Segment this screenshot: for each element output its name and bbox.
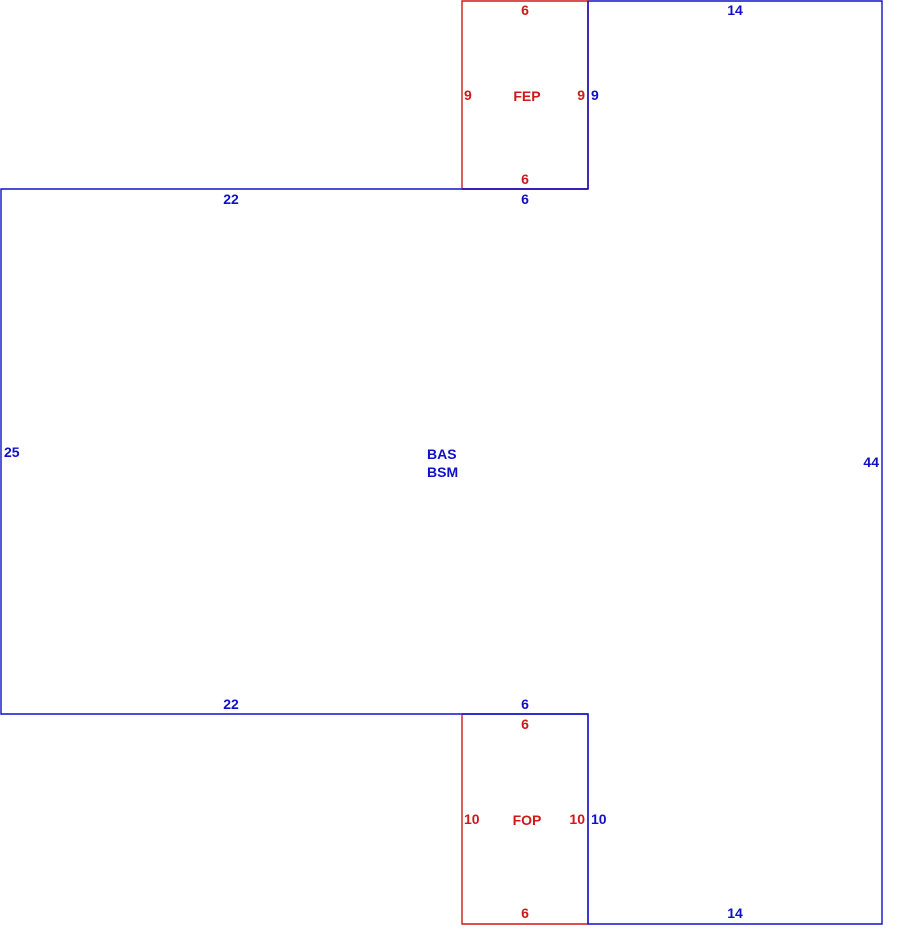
dim-main-notch-top-side: 9: [591, 87, 599, 103]
main-code-1: BAS: [427, 446, 457, 462]
dim-main-top-right: 14: [727, 2, 743, 18]
dim-main-top-left: 22: [223, 191, 239, 207]
dim-fep-right: 9: [577, 87, 585, 103]
main-code-2: BSM: [427, 464, 458, 480]
fep-code: FEP: [513, 88, 540, 104]
dim-main-top-notch: 6: [521, 191, 529, 207]
fop-outline: [461, 714, 588, 925]
dim-main-right: 44: [863, 454, 879, 470]
dim-fop-top: 6: [521, 716, 529, 732]
dim-fep-top: 6: [521, 2, 529, 18]
dim-main-notch-bottom-side: 10: [591, 811, 607, 827]
dim-main-bottom-notch: 6: [521, 696, 529, 712]
dim-fep-bottom: 6: [521, 171, 529, 187]
main-area-outline: [0, 0, 883, 925]
dim-fep-left: 9: [464, 87, 472, 103]
fop-code: FOP: [513, 812, 542, 828]
dim-main-bottom-left: 22: [223, 696, 239, 712]
dim-fop-right: 10: [569, 811, 585, 827]
dim-fop-left: 10: [464, 811, 480, 827]
dim-main-left: 25: [4, 444, 20, 460]
dim-main-bottom-right: 14: [727, 905, 743, 921]
dim-fop-bottom: 6: [521, 905, 529, 921]
